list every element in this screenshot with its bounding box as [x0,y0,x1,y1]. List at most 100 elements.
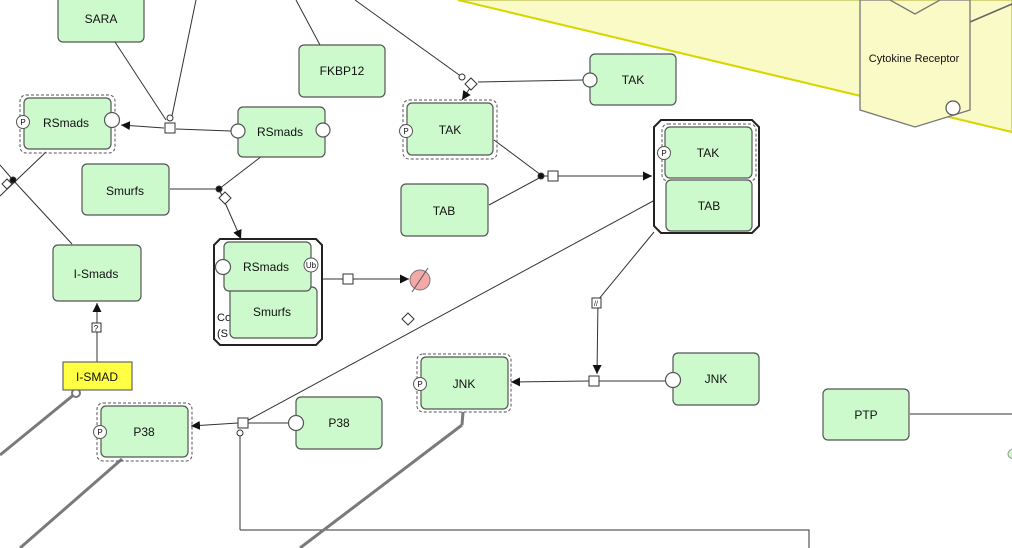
process-ismad-mark: ? [94,324,99,333]
edge-rsmads-to-smurfs-process [218,155,263,190]
process-taktab-junction-icon [537,172,545,180]
edge-tak-p-to-process [493,139,542,176]
process-jnk-icon [588,375,600,387]
edge-bottom-loop [240,529,810,548]
rsmads-label: RSmads [257,125,303,139]
tak-phospho-state-label: P [403,127,408,136]
receptor-port-icon [945,100,961,116]
tak-phospho-label: TAK [439,123,461,137]
edge-rsmads-to-process [175,128,232,132]
tak-source-label: TAK [622,73,644,87]
p38-phospho-state-label: P [97,428,102,437]
p38-phospho-state-icon [93,425,107,439]
p38-phospho-label: P38 [133,425,155,439]
rsmads-phospho-state-icon [16,115,30,129]
complex-tab-label: TAB [698,199,720,213]
process-p38-catalysis-icon [236,429,244,437]
tab-label: TAB [433,204,455,218]
jnk-phospho-state-icon [413,377,427,391]
edge-process-to-tak-p[interactable] [461,87,471,101]
cytokine-receptor-node[interactable]: Cytokine Receptor [859,0,971,128]
edge-process-to-rsmads-p[interactable] [120,121,165,131]
jnk-label: JNK [705,372,728,386]
edge-top-to-process [171,0,197,117]
process-degradation-icon [342,273,354,285]
tak-phospho-state-icon [399,124,413,138]
rsmads-phospho-port-icon [103,111,121,129]
thick-edges [0,391,465,548]
edge-fkbp12-top [295,0,321,46]
tak-tab-complex[interactable]: TAK P TAB [653,119,760,234]
degradation-sink[interactable] [409,267,431,293]
sara-node[interactable]: SARA [57,0,145,43]
jnk-node[interactable]: JNK [664,352,760,406]
rsmads-phospho-node[interactable]: RSmads P [16,94,121,154]
process-smurfs-junction-icon [215,185,223,193]
smurfs-node[interactable]: Smurfs [81,163,170,216]
rsmads-phospho-label: RSmads [43,116,89,130]
process-smurfs-diamond-icon [218,191,232,205]
edge-tak-source-to-process [477,79,585,83]
complex-tak-state-label: P [661,149,666,158]
process-rsmads-icon [164,122,176,134]
rsmads-left-port-icon [230,123,246,139]
process-left-diamond-icon [1,178,13,190]
fkbp12-node[interactable]: FKBP12 [298,44,386,98]
p38-node[interactable]: P38 [287,396,383,450]
rsmads-phospho-state-label: P [20,118,25,127]
cytokine-receptor-label: Cytokine Receptor [869,53,960,65]
complex-label-line2: (S [217,328,228,340]
edge-taktab-to-p38-process [242,199,656,424]
process-omitted-diamond-icon [401,312,415,326]
edge-tab-to-process [488,176,542,206]
process-ismad-icon [91,322,102,333]
edge-process-to-p38-p[interactable] [190,420,239,430]
jnk-port-icon [664,371,682,389]
i-smad-gene-node[interactable]: I-SMAD [62,361,133,391]
complex-ubiquitin-label: Ub [306,261,317,270]
complex-label-line1: Co [217,312,231,324]
process-left-junction-icon [9,176,17,184]
edge-taktab-to-jnk-process[interactable] [592,231,655,375]
rsmads-smurfs-complex[interactable]: Co (S Smurfs RSmads Ub [213,238,323,346]
i-smad-gene-label: I-SMAD [76,370,118,384]
p38-label: P38 [328,416,350,430]
complex-smurfs-label: Smurfs [253,305,291,319]
p38-port-icon [287,414,305,432]
offscreen-node-edge [1007,448,1012,460]
tab-node[interactable]: TAB [400,183,489,237]
complex-rsmads-port-icon [214,258,232,276]
jnk-phospho-state-label: P [417,380,422,389]
edge-left-to-ismads [12,179,73,245]
p38-phospho-node[interactable]: P38 P [93,402,193,462]
ptp-label: PTP [854,408,877,422]
process-tak-catalysis-icon [458,73,466,81]
process-markers [1,73,602,437]
complex-tak-state-icon [657,146,671,160]
rsmads-right-port-icon [315,122,331,138]
complex-rsmads-label: RSmads [243,260,289,274]
jnk-phospho-node[interactable]: JNK P [413,353,512,413]
i-smads-label: I-Smads [74,267,119,281]
process-p38-icon [237,417,249,429]
rsmads-node[interactable]: RSmads [230,106,331,158]
process-jnk-omitted-icon [591,297,602,309]
tak-phospho-node[interactable]: TAK P [399,99,498,160]
complex-ubiquitin-icon [303,257,319,273]
edge-process-to-jnk-p[interactable] [510,377,590,387]
process-taktab-icon [547,170,559,182]
process-jnk-omitted-mark: // [594,301,598,308]
edge-top-to-tak-process [354,0,463,78]
i-smads-node[interactable]: I-Smads [52,244,142,302]
jnk-phospho-label: JNK [453,377,476,391]
complex-tak-label: TAK [697,146,719,160]
process-tak-diamond-icon [464,77,478,91]
fkbp12-label: FKBP12 [320,64,365,78]
tak-source-port-icon [582,72,598,88]
sara-label: SARA [85,12,118,26]
edge-sara-to-process [114,41,167,121]
ptp-node[interactable]: PTP [822,388,910,441]
tak-source-node[interactable]: TAK [582,53,677,106]
smurfs-label: Smurfs [106,184,144,198]
